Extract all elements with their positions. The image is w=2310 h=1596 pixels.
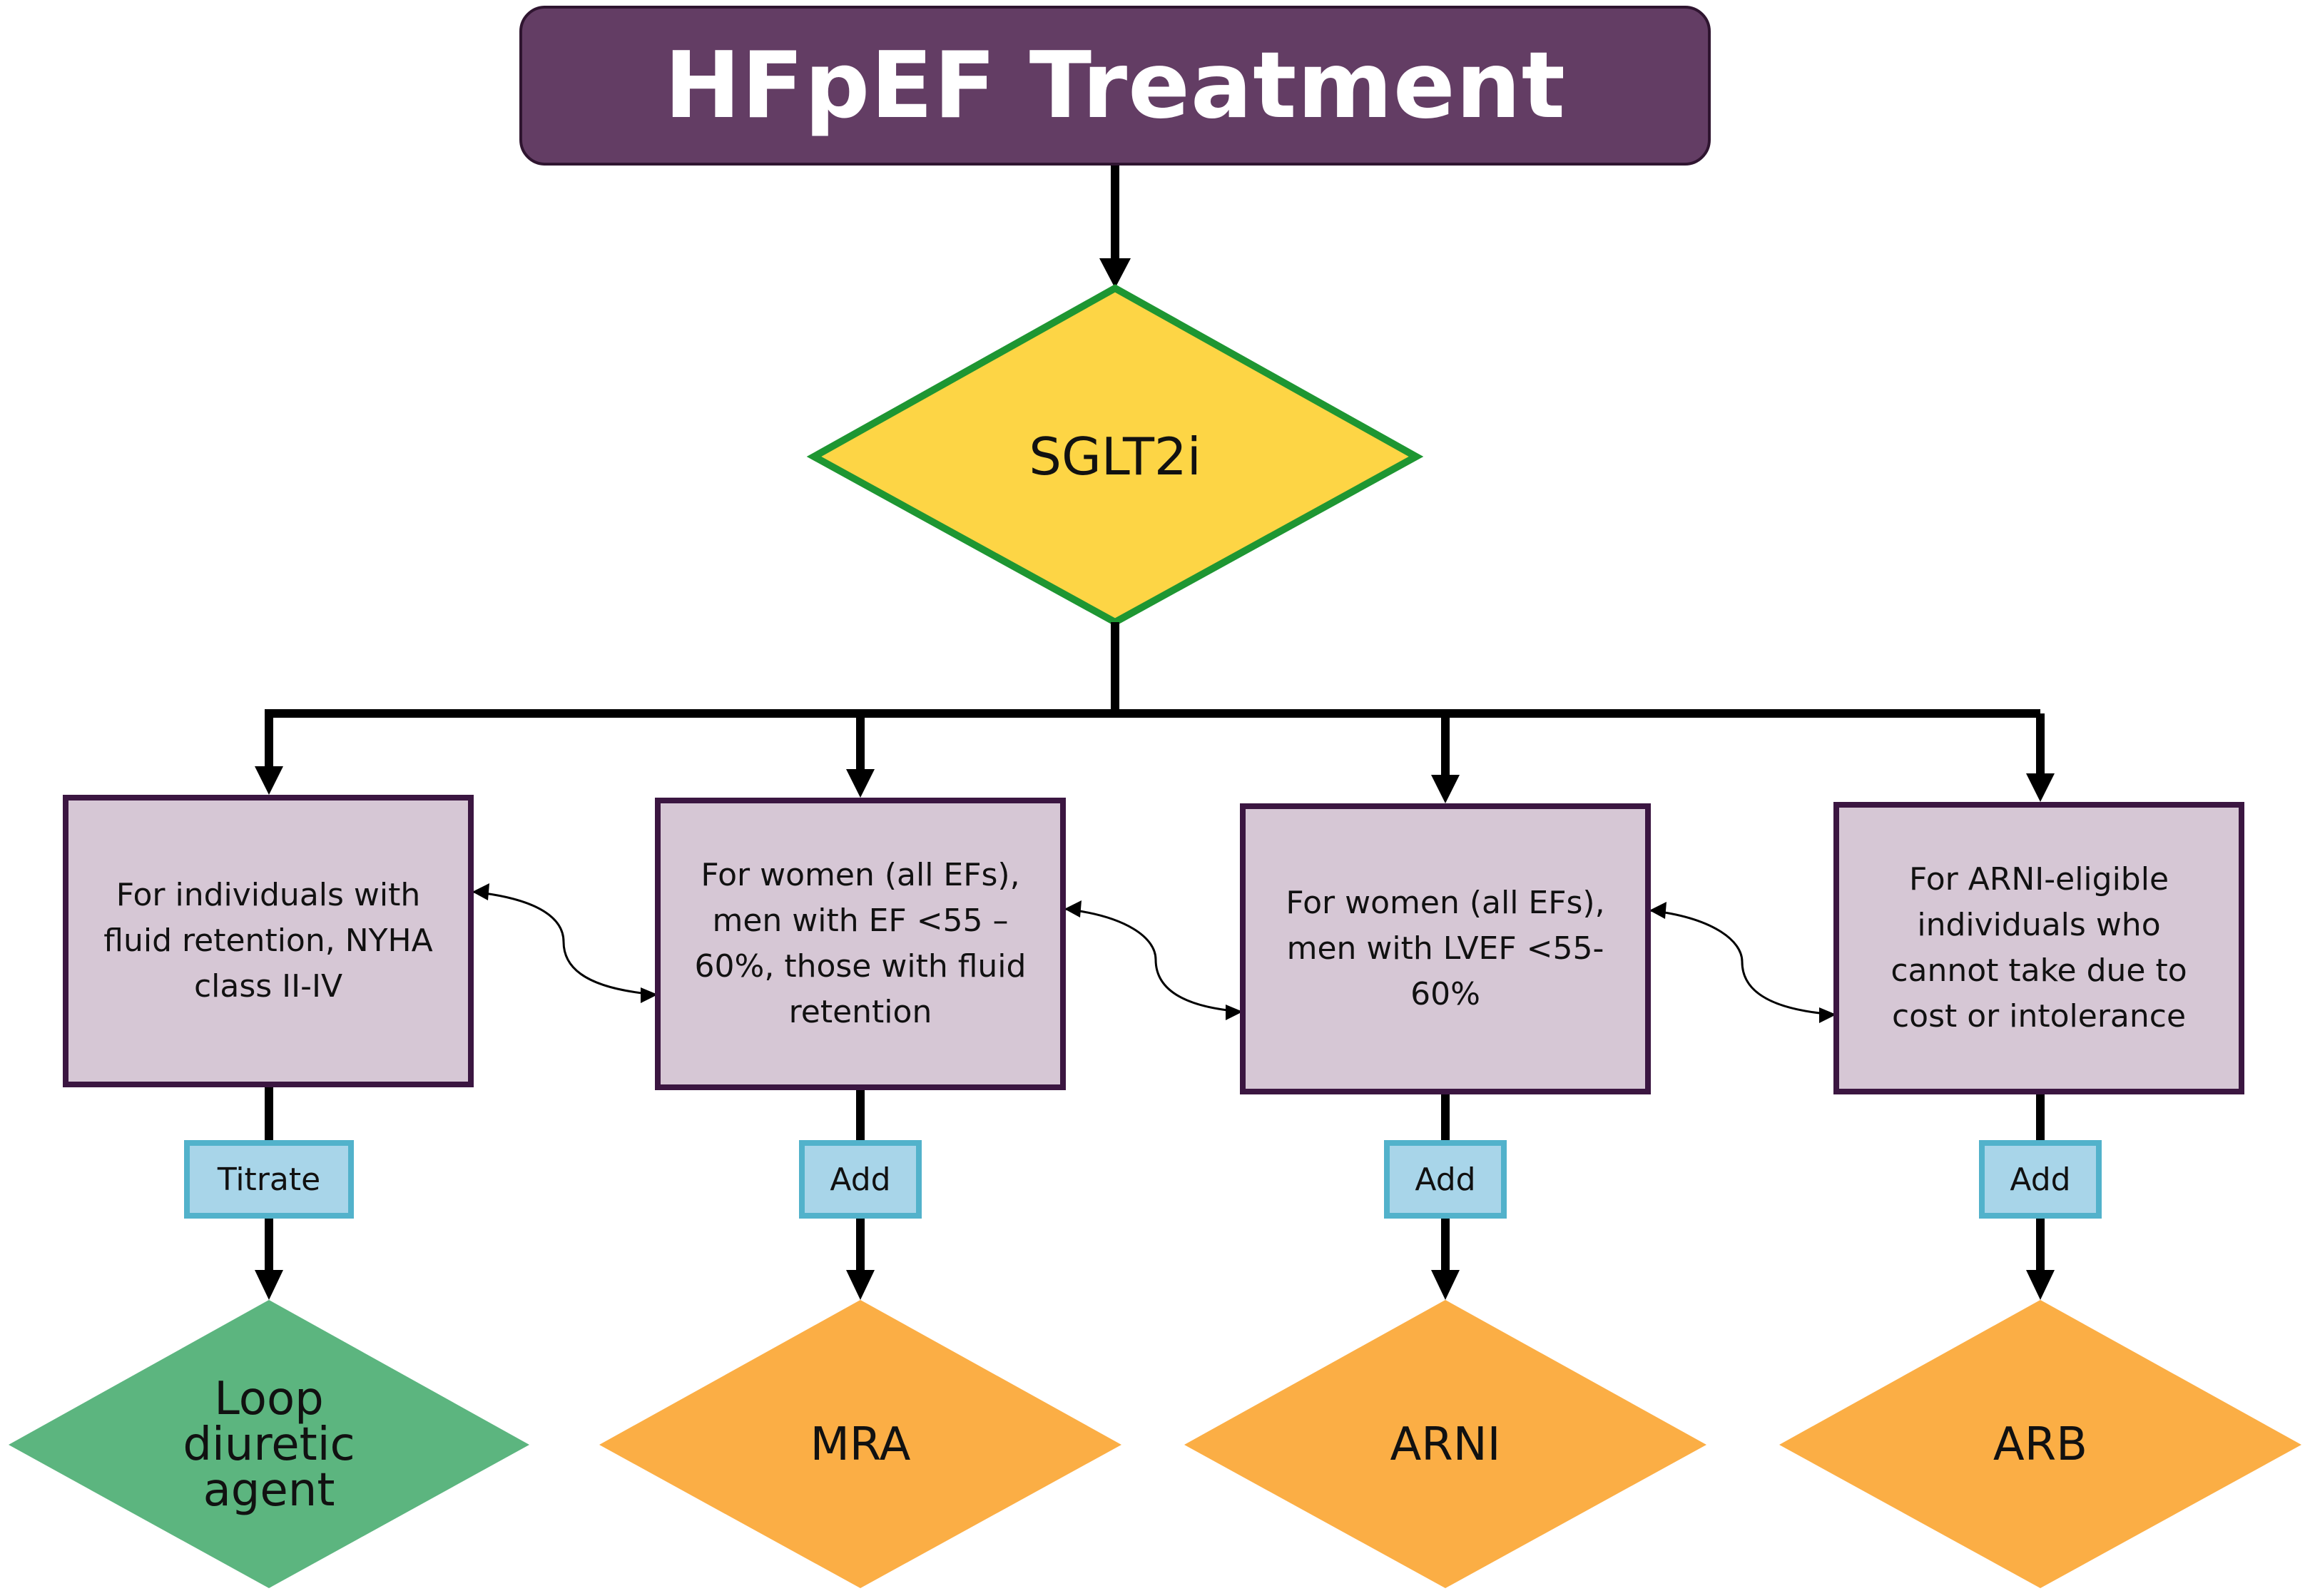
link-arrowhead-cond2	[641, 987, 658, 1003]
link-arrowhead-cond2b	[1064, 900, 1082, 918]
drug-label-arb: ARB	[1993, 1418, 2088, 1471]
arrowhead-drop-4	[2026, 773, 2055, 802]
sglt2i-label: SGLT2i	[1029, 427, 1201, 487]
action-box-titrate: Titrate	[184, 1140, 354, 1219]
drug-label-arni: ARNI	[1390, 1418, 1501, 1471]
drug-diamond-loop-diuretic	[9, 1300, 529, 1588]
arrowhead-drop-1	[255, 766, 283, 795]
drug-diamond-arb	[1779, 1300, 2301, 1588]
arrowhead-drug-2	[846, 1270, 875, 1300]
arrowhead-to-sglt2i	[1099, 258, 1131, 288]
link-curve-cond3-cond4	[1649, 909, 1836, 1016]
action-box-add-arni: Add	[1384, 1140, 1507, 1219]
drug-diamond-arni	[1184, 1300, 1706, 1588]
diagram-title: HFpEF Treatment	[664, 32, 1566, 139]
condition-box-arni: For women (all EFs), men with LVEF <55-6…	[1240, 803, 1651, 1094]
link-arrowhead-cond3	[1226, 1005, 1243, 1020]
action-box-add-arb: Add	[1979, 1140, 2102, 1219]
condition-box-mra: For women (all EFs), men with EF <55 – 6…	[655, 798, 1066, 1090]
condition-box-fluid-retention: For individuals with fluid retention, NY…	[63, 795, 474, 1087]
title-banner: HFpEF Treatment	[519, 6, 1711, 166]
link-arrowhead-cond3b	[1649, 902, 1667, 919]
arrowhead-drop-2	[846, 769, 875, 798]
drug-label-mra: MRA	[810, 1418, 911, 1471]
link-arrowhead-cond4	[1819, 1007, 1836, 1023]
arrowhead-drop-3	[1431, 775, 1460, 803]
link-curve-cond1-cond2	[472, 890, 657, 996]
link-arrowhead-cond1	[472, 883, 489, 900]
arrowhead-drug-4	[2026, 1270, 2055, 1300]
action-box-add-mra: Add	[799, 1140, 922, 1219]
link-curve-cond2-cond3	[1064, 908, 1242, 1013]
arrowhead-drug-3	[1431, 1270, 1460, 1300]
arrowhead-drug-1	[255, 1270, 283, 1300]
drug-diamond-mra	[599, 1300, 1121, 1588]
drug-label-loop-diuretic: Loop diuretic agent	[183, 1373, 355, 1517]
condition-box-arb: For ARNI-eligible individuals who cannot…	[1833, 802, 2244, 1094]
